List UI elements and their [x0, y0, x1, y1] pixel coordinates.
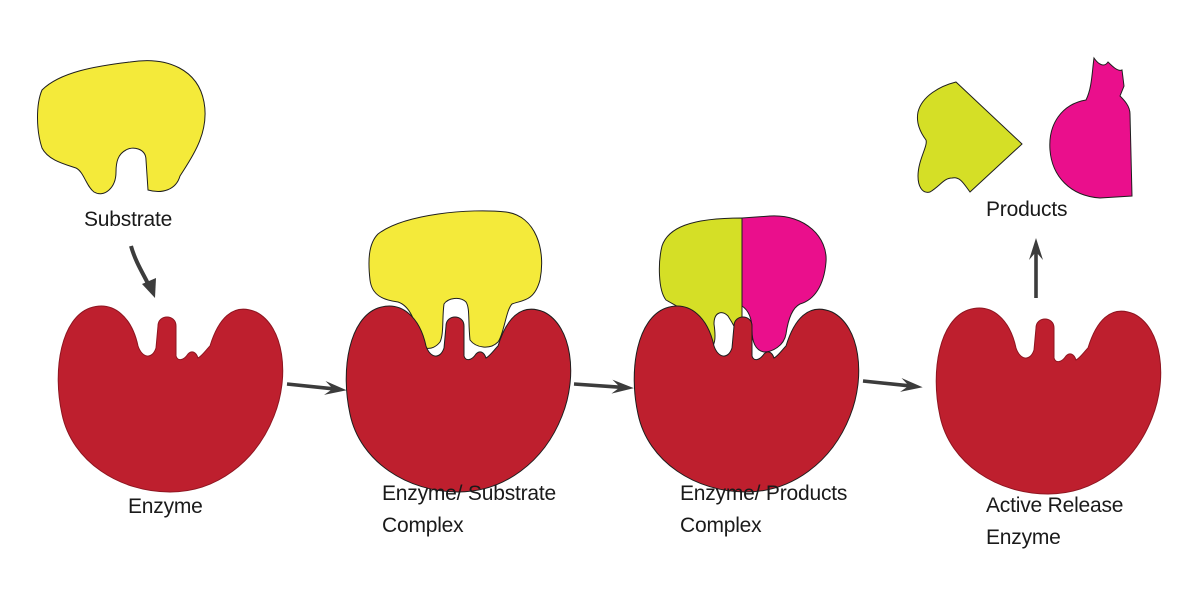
- products-label: Products: [986, 194, 1067, 226]
- products-label-text: Products: [986, 198, 1068, 221]
- arrow-icon: [286, 377, 348, 398]
- complex1-line1: Enzyme/ Substrate: [382, 482, 557, 505]
- arrow-icon: [142, 278, 156, 298]
- complex2-line1: Enzyme/ Products: [680, 482, 848, 505]
- arrow-icon: [862, 374, 924, 395]
- complex2-line2: Complex: [680, 514, 762, 537]
- active-line2: Enzyme: [986, 526, 1061, 549]
- enzyme-label-text: Enzyme: [128, 495, 203, 518]
- enzyme-shape: [345, 305, 572, 493]
- enzyme-label: Enzyme: [128, 491, 203, 523]
- product-a-shape: [917, 81, 1023, 193]
- active-release-enzyme-label: Active Release Enzyme: [986, 490, 1123, 554]
- substrate-shape: [37, 60, 206, 195]
- substrate-bound-shape: [368, 210, 543, 349]
- substrate-label-text: Substrate: [84, 208, 173, 231]
- enzyme-substrate-complex-label: Enzyme/ Substrate Complex: [382, 478, 556, 542]
- arrow-icon: [1029, 238, 1043, 298]
- enzyme-shape: [57, 305, 284, 493]
- substrate-label: Substrate: [84, 204, 172, 236]
- enzyme-products-complex-label: Enzyme/ Products Complex: [680, 478, 847, 542]
- enzyme-shape: [935, 307, 1162, 495]
- arrow-icon: [573, 377, 635, 396]
- active-line1: Active Release: [986, 494, 1124, 517]
- product-b-shape: [1049, 56, 1133, 199]
- arrow-icon: [129, 245, 152, 289]
- enzyme-shape: [633, 305, 860, 493]
- complex1-line2: Complex: [382, 514, 464, 537]
